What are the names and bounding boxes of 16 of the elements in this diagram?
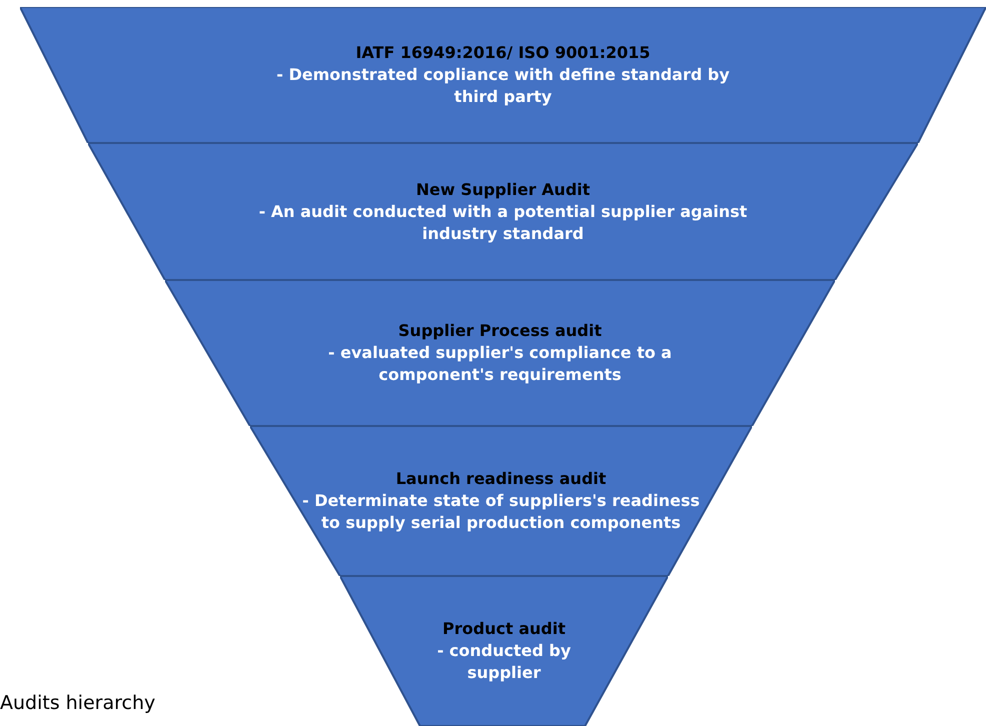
band-description: - conducted by supplier [436,640,572,684]
pyramid-band [20,7,986,143]
pyramid-band [165,280,835,426]
pyramid-band [250,426,752,576]
band-heading: New Supplier Audit [414,178,592,200]
band-heading: Supplier Process audit [397,320,603,342]
pyramid-band [88,143,918,280]
band-heading: Product audit [442,618,566,640]
caption: Audits hierarchy [0,692,156,714]
band-heading: IATF 16949:2016/ ISO 9001:2015 [354,42,652,64]
band-description: - Demonstrated copliance with define standard by third party [275,64,731,108]
band-description: - Determinate state of suppliers's readiness to supply serial production components [301,490,701,534]
band-description: - evaluated supplier's compliance to a component's requirements [327,342,673,386]
band-heading: Launch readiness audit [394,468,608,490]
band-description: - An audit conducted with a potential supplier against industry standard [258,200,748,244]
pyramid-band [340,576,668,726]
